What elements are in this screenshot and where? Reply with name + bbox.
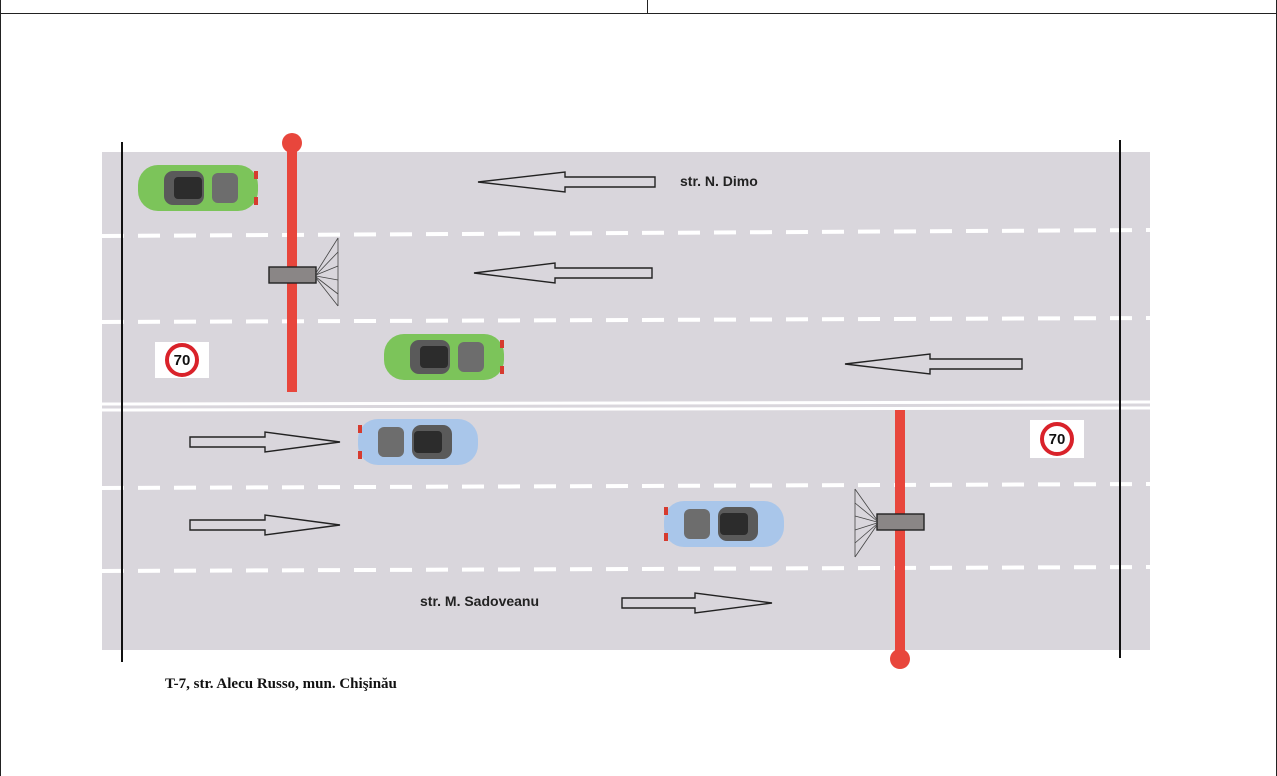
car-blue — [358, 419, 478, 465]
camera-box — [876, 513, 925, 531]
speed-limit-sign-icon: 70 — [155, 342, 209, 378]
lane-marking — [101, 565, 1151, 573]
direction-arrow-left — [844, 353, 1023, 375]
direction-arrow-right — [189, 431, 341, 453]
camera-pole — [895, 410, 905, 660]
pole-base — [282, 133, 302, 153]
lane-marking — [101, 228, 1151, 238]
direction-arrow-right — [189, 514, 341, 536]
street-label-top: str. N. Dimo — [680, 173, 758, 189]
street-label-bottom: str. M. Sadoveanu — [420, 593, 539, 609]
direction-arrow-right — [621, 592, 773, 614]
pole-base — [890, 649, 910, 669]
direction-arrow-left — [477, 171, 656, 193]
frame-left-border — [0, 14, 1, 776]
speed-limit-value: 70 — [1049, 431, 1066, 448]
direction-arrow-left — [473, 262, 653, 284]
centre-line — [101, 406, 1151, 412]
lane-marking — [101, 316, 1151, 324]
speed-limit-sign-icon: 70 — [1030, 420, 1084, 458]
car-green — [138, 165, 258, 211]
camera-field-of-view — [315, 237, 339, 307]
lane-marking — [101, 482, 1151, 490]
car-green — [384, 334, 504, 380]
speed-limit-value: 70 — [174, 352, 191, 369]
diagram-caption: T-7, str. Alecu Russo, mun. Chişinău — [165, 676, 397, 692]
camera-field-of-view — [854, 488, 878, 558]
frame-header-left-cell — [0, 0, 648, 14]
car-blue — [664, 501, 784, 547]
camera-box — [268, 266, 317, 284]
centre-line — [101, 400, 1151, 406]
